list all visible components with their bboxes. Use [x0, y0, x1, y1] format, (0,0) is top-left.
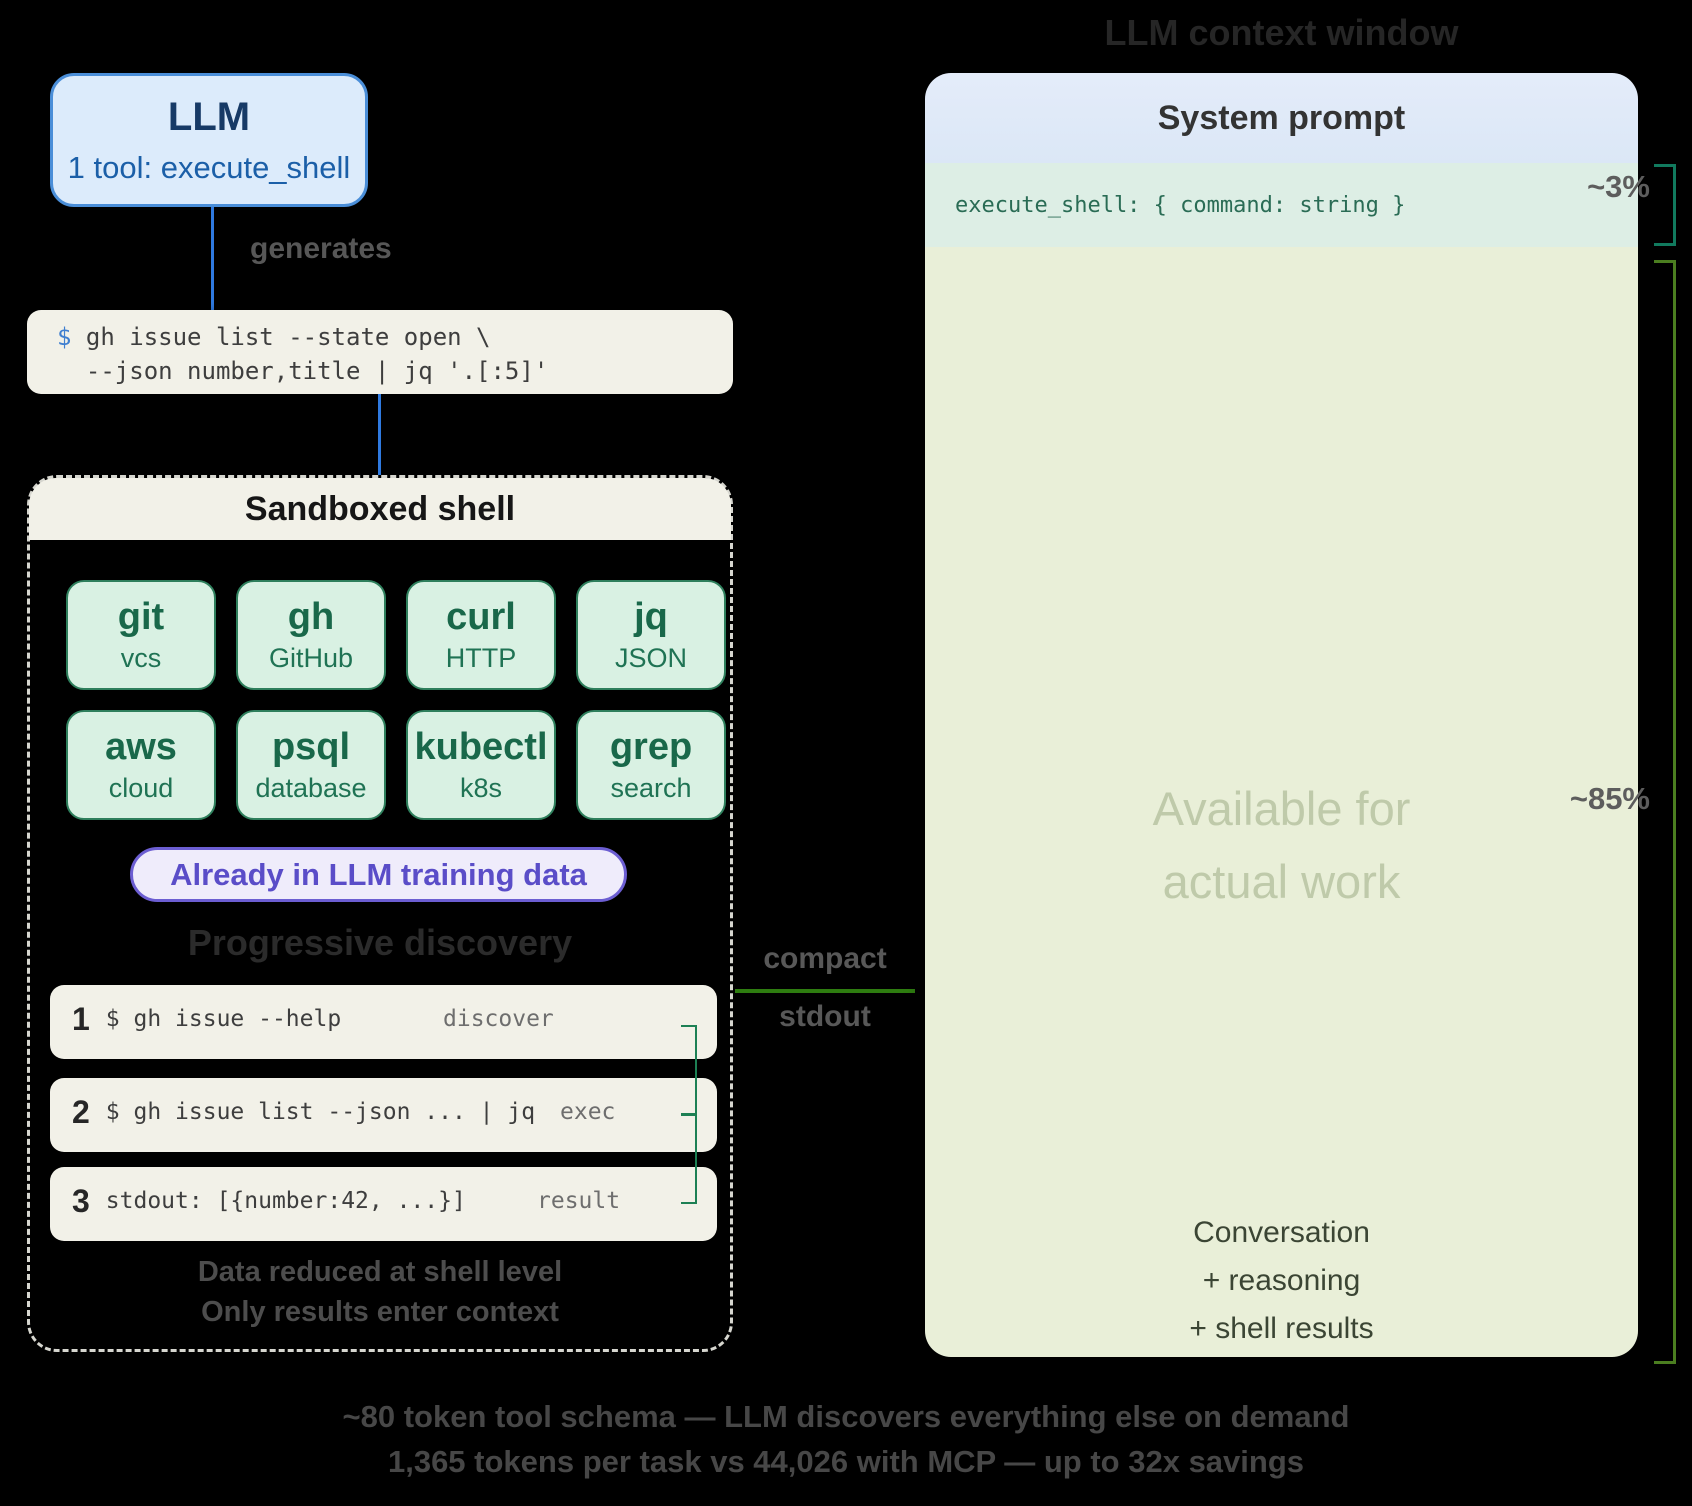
tool-name: aws	[105, 726, 177, 768]
discovery-step-1: 1 $ gh issue --help discover	[50, 985, 717, 1059]
tool-desc: HTTP	[445, 643, 517, 673]
tool-desc: vcs	[120, 643, 162, 673]
tool-name: jq	[634, 596, 668, 638]
tool-schema-code: execute_shell: { command: string }	[955, 192, 1406, 218]
command-line-1: $ gh issue list --state open \	[57, 320, 733, 354]
step-tag: discover	[443, 1006, 554, 1032]
system-prompt-band: System prompt	[925, 73, 1638, 163]
progressive-discovery-title: Progressive discovery	[187, 922, 573, 963]
system-prompt-label: System prompt	[1157, 98, 1406, 137]
tool-desc: GitHub	[268, 643, 354, 673]
available-watermark-line-1: Available for	[1152, 782, 1411, 835]
context-contents-line-1: Conversation	[1193, 1216, 1370, 1249]
llm-box-title: LLM	[167, 94, 251, 139]
sandbox-caption-1: Data reduced at shell level	[197, 1256, 563, 1288]
footer-line-2: 1,365 tokens per task vs 44,026 with MCP…	[387, 1444, 1305, 1479]
tool-box-aws: aws cloud	[66, 710, 216, 820]
context-window-title: LLM context window	[1104, 12, 1459, 53]
tool-box-psql: psql database	[236, 710, 386, 820]
sandbox-header: Sandboxed shell	[29, 478, 731, 540]
tool-box-grep: grep search	[576, 710, 726, 820]
available-watermark-line-2: actual work	[1162, 855, 1401, 908]
step-tag: result	[537, 1188, 621, 1214]
tool-box-gh: gh GitHub	[236, 580, 386, 690]
available-percent-bracket	[1654, 260, 1676, 1364]
steps-bracket-mid-tick	[681, 1113, 695, 1116]
tool-name: psql	[271, 726, 351, 768]
step-code: $ gh issue --help	[105, 1006, 342, 1032]
connector-command-to-sandbox	[378, 394, 381, 475]
command-line-1-text: gh issue list --state open \	[85, 323, 491, 351]
tool-desc: k8s	[459, 773, 503, 803]
discovery-step-3: 3 stdout: [{number:42, ...}] result	[50, 1167, 717, 1241]
step-number: 3	[72, 1182, 90, 1219]
connector-llm-to-command	[211, 207, 214, 310]
tool-box-jq: jq JSON	[576, 580, 726, 690]
step-number: 2	[72, 1093, 90, 1130]
schema-percent-label: ~3%	[1587, 169, 1650, 204]
command-box: $ gh issue list --state open \ --json nu…	[27, 310, 733, 394]
llm-box: LLM 1 tool: execute_shell	[50, 73, 368, 207]
discovery-step-2: 2 $ gh issue list --json ... | jq exec	[50, 1078, 717, 1152]
context-contents-line-4: + model output	[925, 1353, 1638, 1357]
available-watermark: Available for actual work	[925, 772, 1638, 918]
step-number: 1	[72, 1000, 90, 1037]
tool-name: git	[117, 596, 165, 638]
training-data-pill-label: Already in LLM training data	[170, 856, 587, 892]
tool-desc: JSON	[614, 643, 687, 673]
tool-name: grep	[609, 726, 693, 768]
tool-name: kubectl	[414, 726, 548, 768]
sandbox-title: Sandboxed shell	[244, 489, 516, 528]
shell-prompt: $	[57, 323, 72, 351]
generates-label: generates	[250, 232, 392, 265]
tool-desc: search	[610, 773, 692, 803]
steps-bracket	[681, 1025, 697, 1204]
step-code: $ gh issue list --json ... | jq	[105, 1099, 536, 1125]
step-code: stdout: [{number:42, ...}]	[105, 1188, 466, 1214]
tool-name: curl	[446, 596, 516, 638]
sandbox-caption-2: Only results enter context	[201, 1296, 559, 1328]
llm-box-subtitle: 1 tool: execute_shell	[67, 149, 351, 185]
training-data-pill: Already in LLM training data	[130, 847, 627, 902]
compact-stdout-line	[735, 989, 915, 993]
step-tag: exec	[560, 1099, 616, 1125]
tool-schema-band: execute_shell: { command: string }	[925, 163, 1638, 247]
context-contents-line-3: + shell results	[1189, 1312, 1374, 1345]
tool-box-git: git vcs	[66, 580, 216, 690]
tool-desc: cloud	[108, 773, 174, 803]
stdout-label: stdout	[779, 1000, 871, 1033]
compact-label: compact	[763, 942, 887, 975]
available-work-band: Available for actual work Conversation +…	[925, 247, 1638, 1357]
tool-box-kubectl: kubectl k8s	[406, 710, 556, 820]
available-percent-label: ~85%	[1569, 781, 1650, 816]
tool-name: gh	[287, 596, 335, 638]
context-contents: Conversation + reasoning + shell results…	[925, 1209, 1638, 1357]
footer-line-1: ~80 token tool schema — LLM discovers ev…	[342, 1399, 1350, 1434]
command-line-2: --json number,title | jq '.[:5]'	[57, 357, 549, 385]
sandboxed-shell-container	[27, 475, 733, 1352]
schema-percent-bracket	[1654, 164, 1676, 246]
context-contents-line-2: + reasoning	[1202, 1264, 1361, 1297]
tool-box-curl: curl HTTP	[406, 580, 556, 690]
context-window-panel: System prompt execute_shell: { command: …	[925, 73, 1638, 1357]
tool-desc: database	[255, 773, 367, 803]
